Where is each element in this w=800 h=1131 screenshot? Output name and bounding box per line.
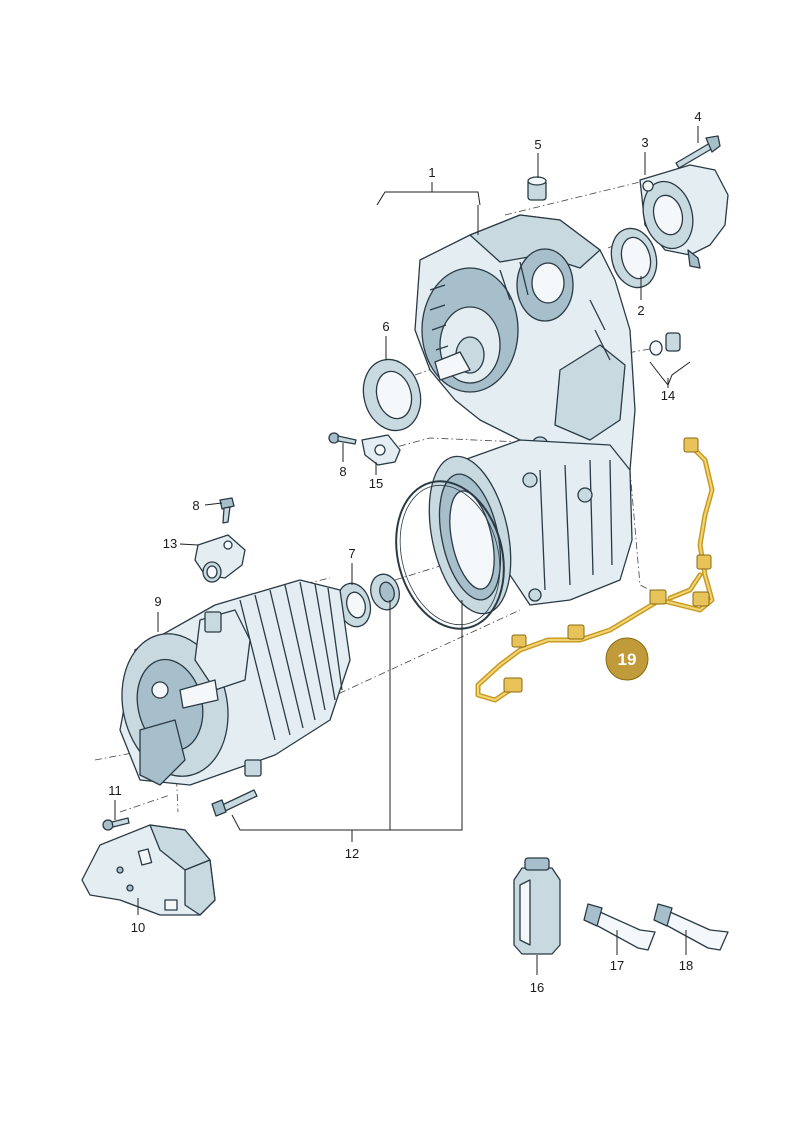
label-9: 9 [154, 594, 161, 609]
motor-housing[interactable] [416, 439, 633, 621]
seal-7[interactable] [333, 571, 403, 630]
label-1: 1 [428, 165, 435, 180]
label-11: 11 [108, 783, 122, 798]
electric-motor-9[interactable] [109, 579, 351, 786]
tube-18[interactable] [653, 903, 729, 951]
o-ring-gasket[interactable] [380, 469, 519, 641]
bolt-4[interactable] [675, 135, 721, 169]
label-13: 13 [163, 536, 177, 551]
tube-17[interactable] [583, 903, 656, 951]
screw-8b[interactable] [219, 497, 235, 524]
label-5: 5 [534, 137, 541, 152]
label-8b: 8 [192, 498, 199, 513]
shaft-seal-6[interactable] [356, 353, 429, 437]
label-16: 16 [530, 980, 544, 995]
fluid-bottle-16[interactable] [513, 857, 561, 955]
label-7: 7 [348, 546, 355, 561]
label-2: 2 [637, 303, 644, 318]
label-3: 3 [641, 135, 648, 150]
screw-8a[interactable] [328, 432, 357, 445]
coolant-line-19[interactable] [475, 437, 715, 703]
label-14: 14 [661, 388, 675, 403]
screw-11[interactable] [102, 817, 130, 831]
plug-5[interactable] [527, 176, 547, 201]
label-10: 10 [131, 920, 145, 935]
actuator-3[interactable] [636, 164, 729, 269]
label-6: 6 [382, 319, 389, 334]
part-labels: 1 2 3 4 5 6 7 8 8 9 10 11 12 13 14 15 16… [108, 109, 701, 995]
label-12: 12 [345, 846, 359, 861]
leader-lines [114, 126, 699, 975]
label-8a: 8 [339, 464, 346, 479]
label-15: 15 [369, 476, 383, 491]
gearbox-housing[interactable] [414, 214, 636, 501]
bracket-15[interactable] [361, 434, 401, 466]
seal-ring-2[interactable] [605, 223, 663, 292]
coolant-fitting-13[interactable] [194, 534, 246, 583]
screw-plug-14[interactable] [649, 332, 681, 356]
label-4: 4 [694, 109, 701, 124]
part-19-badge[interactable]: 19 [605, 637, 649, 681]
label-18: 18 [679, 958, 693, 973]
label-19: 19 [618, 650, 637, 669]
mounting-bracket-10[interactable] [81, 824, 216, 916]
bolt-12[interactable] [211, 789, 258, 817]
label-17: 17 [610, 958, 624, 973]
